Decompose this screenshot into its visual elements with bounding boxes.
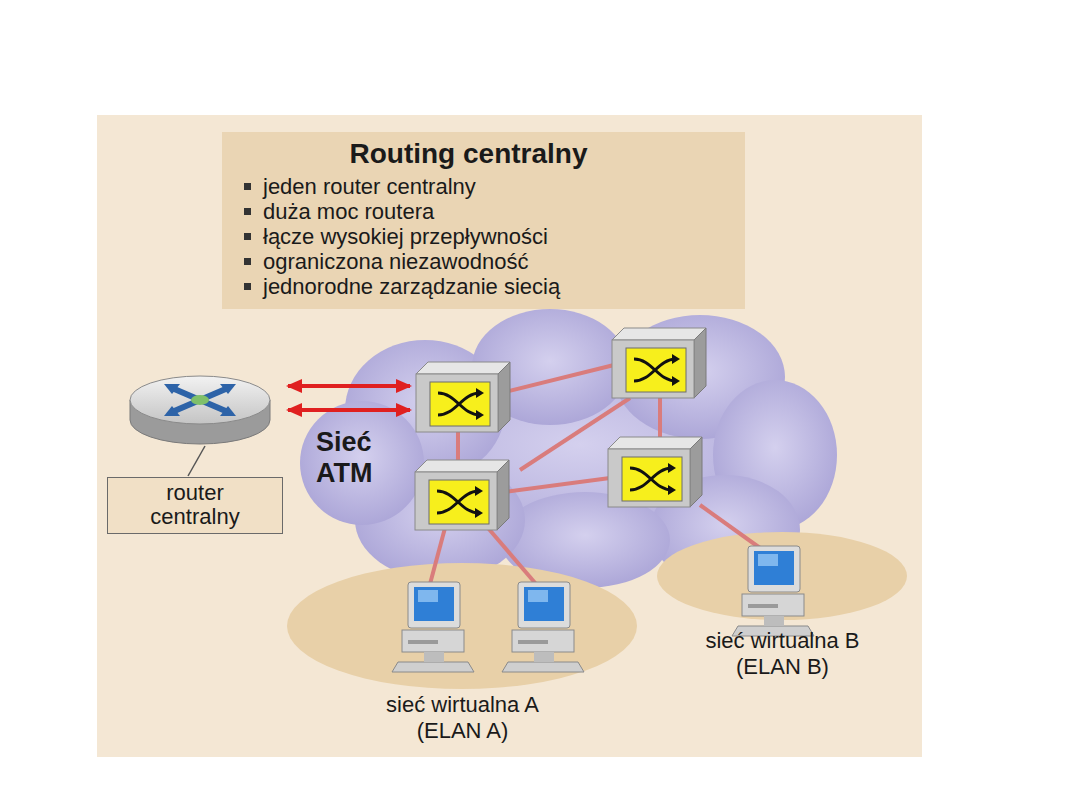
bullet-item: duża moc routera	[244, 199, 733, 224]
leader-line	[188, 446, 205, 476]
bullet-item: łącze wysokiej przepływności	[244, 224, 733, 249]
atm-switch	[608, 437, 702, 507]
callout-box: router centralny	[107, 477, 283, 534]
virtual-lan-area: sieć wirtualna A (ELAN A)	[285, 560, 640, 750]
summary-box: Routing centralny jeden router centralnyd…	[222, 132, 745, 309]
bullet-item: jeden router centralny	[244, 174, 733, 199]
callout-label: router centralny	[120, 481, 270, 529]
box-heading: Routing centralny	[244, 138, 733, 170]
elan-label: sieć wirtualna A (ELAN A)	[358, 692, 568, 744]
atm-switch	[415, 460, 509, 530]
atm-switch	[612, 328, 706, 398]
bullet-item: jednorodne zarządzanie siecią	[244, 274, 733, 299]
network-label: Sieć ATM	[316, 427, 388, 489]
atm-switch	[416, 362, 510, 432]
router-icon	[130, 376, 270, 444]
panel	[97, 115, 922, 757]
bullet-item: ograniczona niezawodność	[244, 249, 733, 274]
elan-label: sieć wirtualna B (ELAN B)	[678, 628, 888, 680]
